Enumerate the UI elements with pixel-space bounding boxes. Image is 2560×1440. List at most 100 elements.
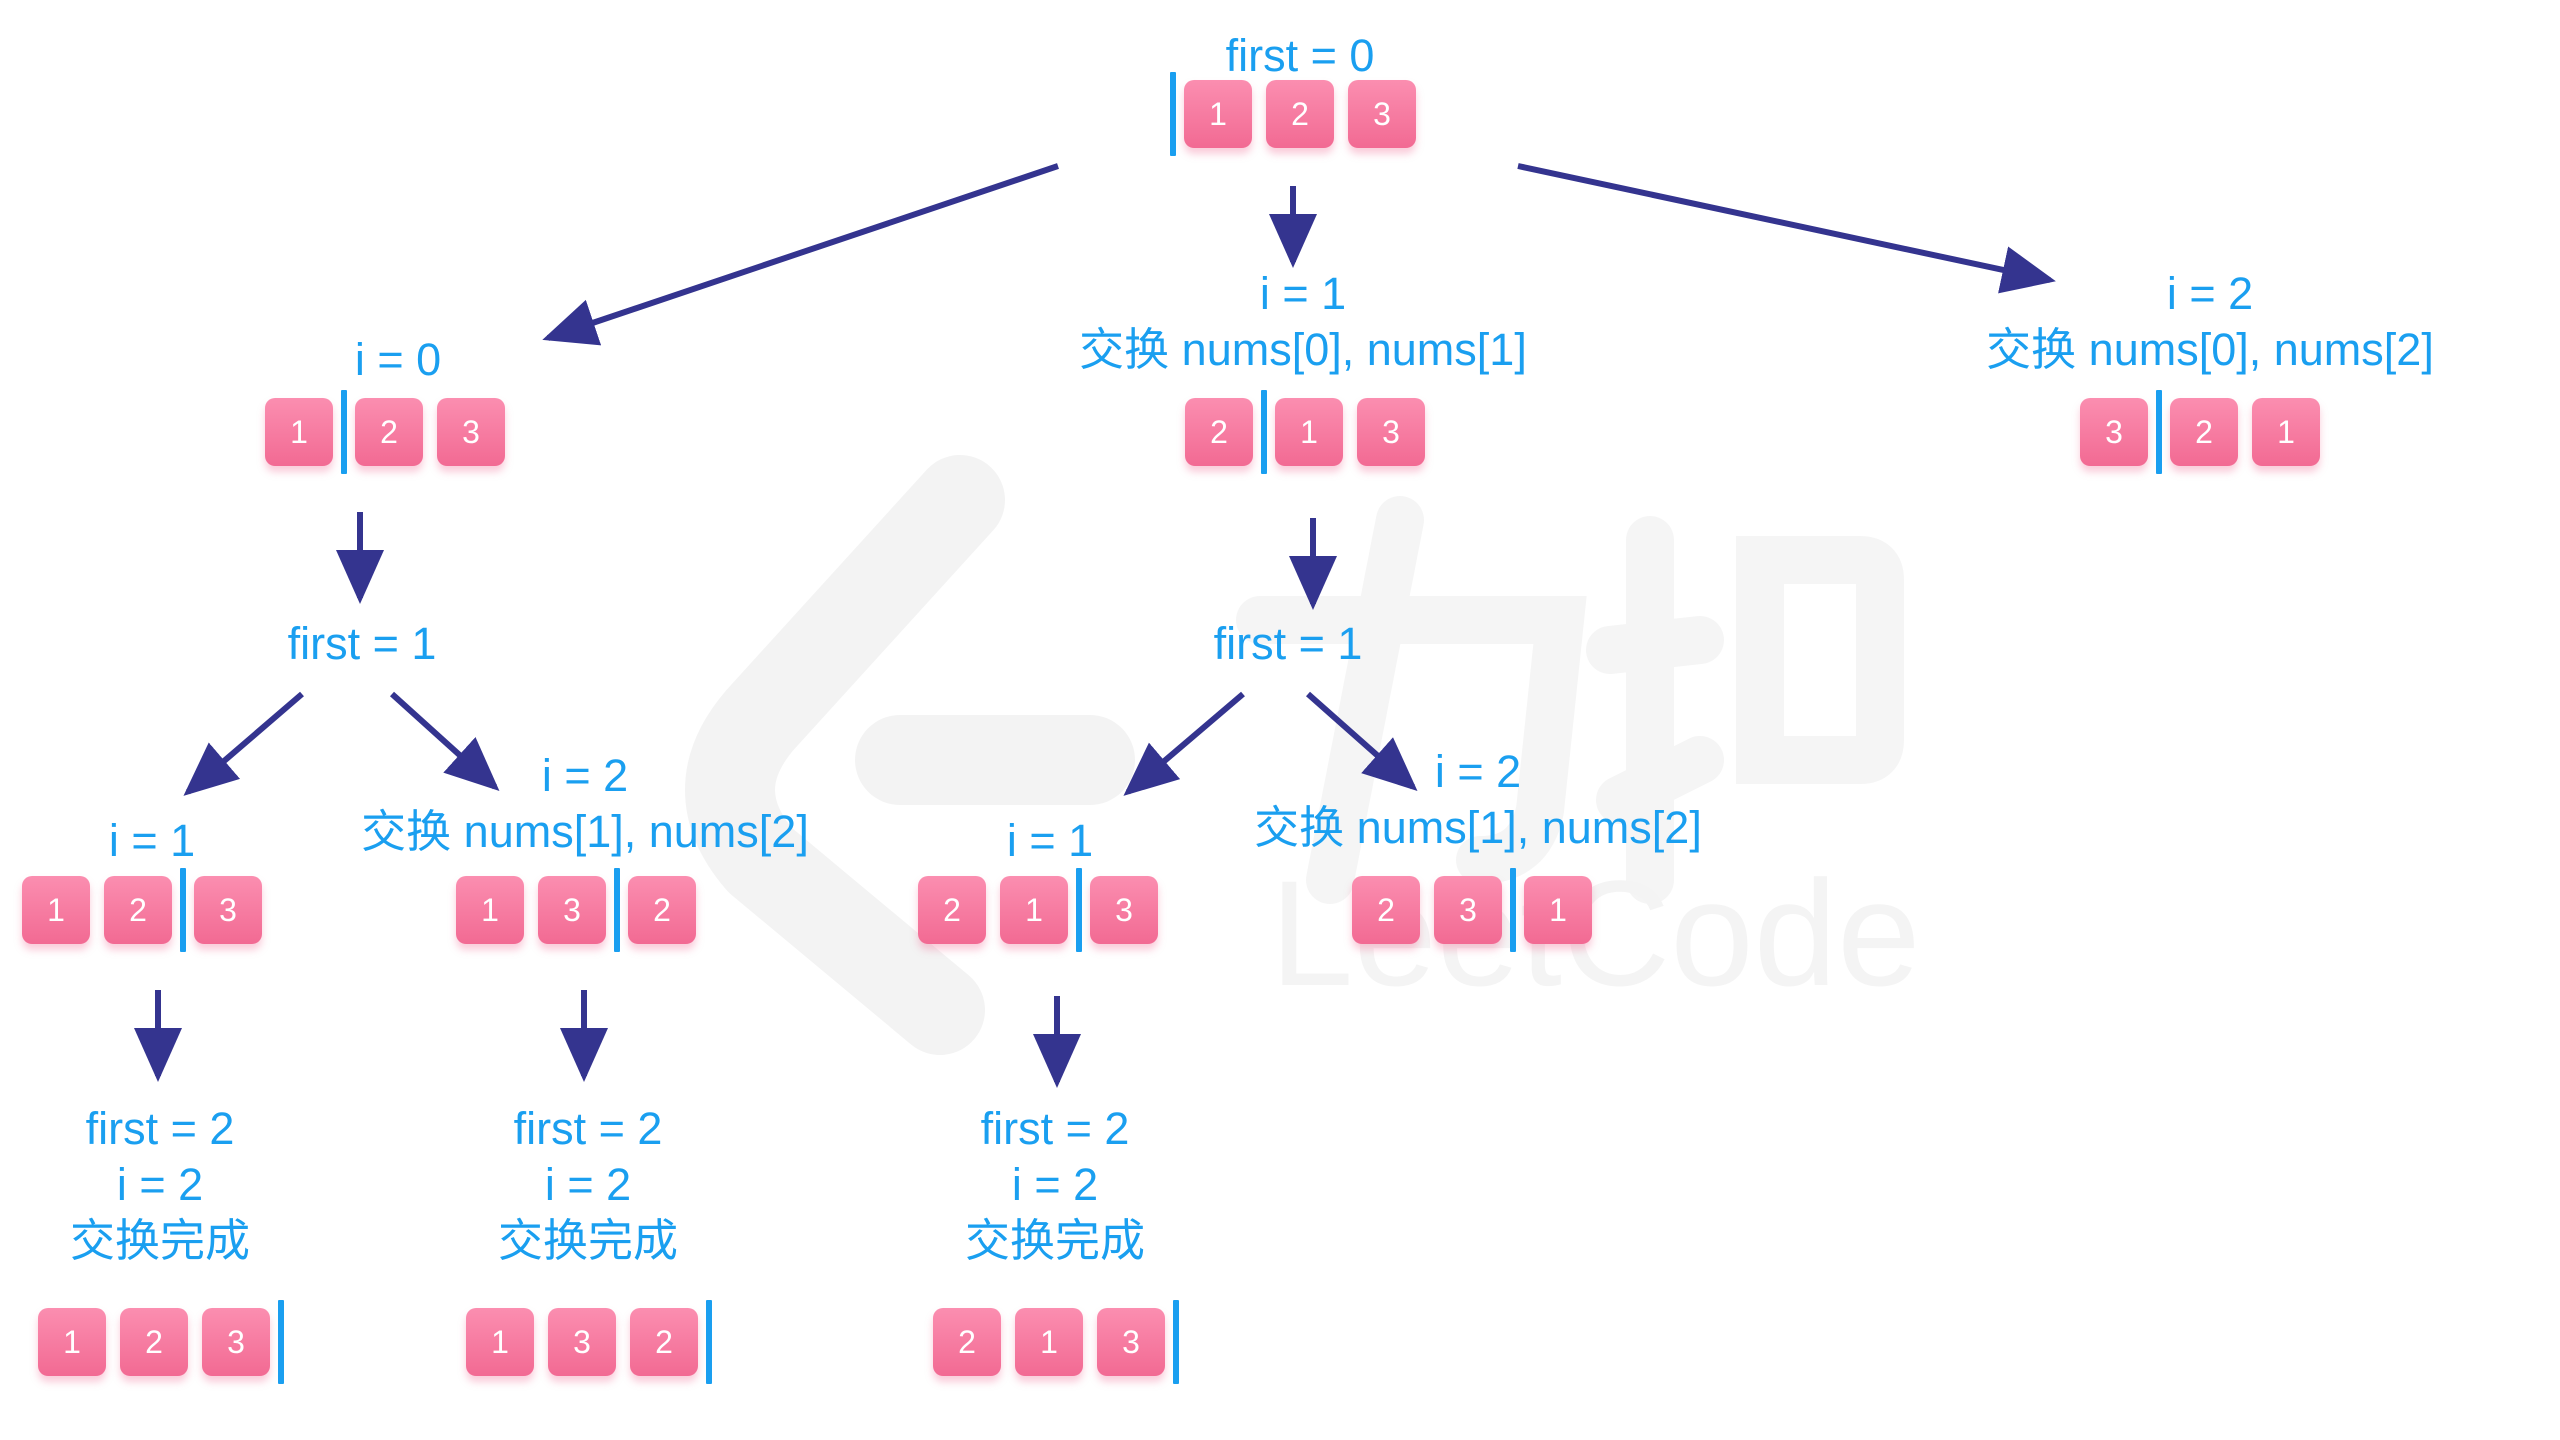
node-label-root: first = 0 — [1226, 30, 1375, 82]
array-cell: 1 — [265, 398, 333, 466]
node-subtitle: 交换完成 — [69, 1215, 251, 1266]
array-cell: 2 — [2170, 398, 2238, 466]
node-title: i = 2 — [1434, 746, 1522, 797]
array-cell: 2 — [918, 876, 986, 944]
first-pointer-bar — [1261, 390, 1267, 474]
array-cell: 1 — [1184, 80, 1252, 148]
node-subtitle: i = 2 — [116, 1159, 204, 1210]
arrow-bf-to-ba — [1123, 691, 1245, 796]
node-title: i = 0 — [354, 334, 442, 385]
node-title: i = 1 — [1006, 815, 1094, 866]
node-subtitle: 交换 nums[1], nums[2] — [361, 806, 809, 857]
first-pointer-bar — [1173, 1300, 1179, 1384]
first-pointer-bar — [1076, 868, 1082, 952]
node-label-af: first = 1 — [288, 618, 437, 670]
array-cell: 1 — [466, 1308, 534, 1376]
node-subtitle: 交换 nums[0], nums[1] — [1079, 324, 1527, 375]
node-title: first = 1 — [1213, 618, 1363, 669]
node-subtitle: i = 2 — [544, 1159, 632, 1210]
node-title: i = 2 — [2166, 268, 2254, 319]
first-pointer-bar — [180, 868, 186, 952]
node-subtitle: 交换 nums[0], nums[2] — [1986, 324, 2434, 375]
array-cell: 3 — [437, 398, 505, 466]
node-label-bf: first = 1 — [1214, 618, 1363, 670]
node-title: first = 2 — [85, 1103, 235, 1154]
array-cell: 1 — [1015, 1308, 1083, 1376]
array-cell: 2 — [628, 876, 696, 944]
node-subtitle: 交换完成 — [964, 1215, 1146, 1266]
first-pointer-bar — [341, 390, 347, 474]
arrow-af-to-ab — [389, 691, 500, 792]
array-cell: 3 — [194, 876, 262, 944]
node-subtitle: i = 2 — [1011, 1159, 1099, 1210]
node-title: first = 0 — [1225, 30, 1375, 81]
node-subtitle: 交换 nums[1], nums[2] — [1254, 802, 1702, 853]
array-cell: 1 — [22, 876, 90, 944]
array-cell: 3 — [202, 1308, 270, 1376]
node-title: i = 1 — [1259, 268, 1347, 319]
first-pointer-bar — [2156, 390, 2162, 474]
array-cell: 3 — [1090, 876, 1158, 944]
array-cell: 3 — [1434, 876, 1502, 944]
node-label-a: i = 0 — [355, 334, 441, 386]
arrow-root-to-c — [1517, 163, 2056, 294]
arrow-bf-to-bb — [1306, 691, 1418, 791]
node-title: first = 2 — [513, 1103, 663, 1154]
array-cell: 1 — [38, 1308, 106, 1376]
array-cell: 3 — [2080, 398, 2148, 466]
array-cell: 2 — [1352, 876, 1420, 944]
array-cell: 1 — [2252, 398, 2320, 466]
node-title: first = 2 — [980, 1103, 1130, 1154]
node-label-aa: i = 1 — [109, 815, 195, 867]
arrow-root-to-a — [542, 163, 1059, 346]
array-cell: 3 — [548, 1308, 616, 1376]
array-cell: 1 — [1275, 398, 1343, 466]
array-cell: 2 — [1185, 398, 1253, 466]
node-title: i = 2 — [541, 750, 629, 801]
first-pointer-bar — [1510, 868, 1516, 952]
array-cell: 2 — [933, 1308, 1001, 1376]
array-cell: 1 — [1524, 876, 1592, 944]
array-cell: 3 — [538, 876, 606, 944]
array-cell: 2 — [355, 398, 423, 466]
node-title: first = 1 — [287, 618, 437, 669]
first-pointer-bar — [614, 868, 620, 952]
node-title: i = 1 — [108, 815, 196, 866]
array-cell: 2 — [104, 876, 172, 944]
node-label-ba: i = 1 — [1007, 815, 1093, 867]
array-cell: 3 — [1097, 1308, 1165, 1376]
first-pointer-bar — [278, 1300, 284, 1384]
array-cell: 1 — [1000, 876, 1068, 944]
node-subtitle: 交换完成 — [497, 1215, 679, 1266]
array-cell: 2 — [120, 1308, 188, 1376]
array-cell: 2 — [1266, 80, 1334, 148]
first-pointer-bar — [706, 1300, 712, 1384]
leetcode-logo-icon — [685, 455, 1135, 1055]
array-cell: 1 — [456, 876, 524, 944]
first-pointer-bar — [1170, 72, 1176, 156]
array-cell: 2 — [630, 1308, 698, 1376]
arrow-af-to-aa — [183, 691, 304, 796]
array-cell: 3 — [1357, 398, 1425, 466]
watermark-glyph — [1236, 496, 1904, 904]
array-cell: 3 — [1348, 80, 1416, 148]
